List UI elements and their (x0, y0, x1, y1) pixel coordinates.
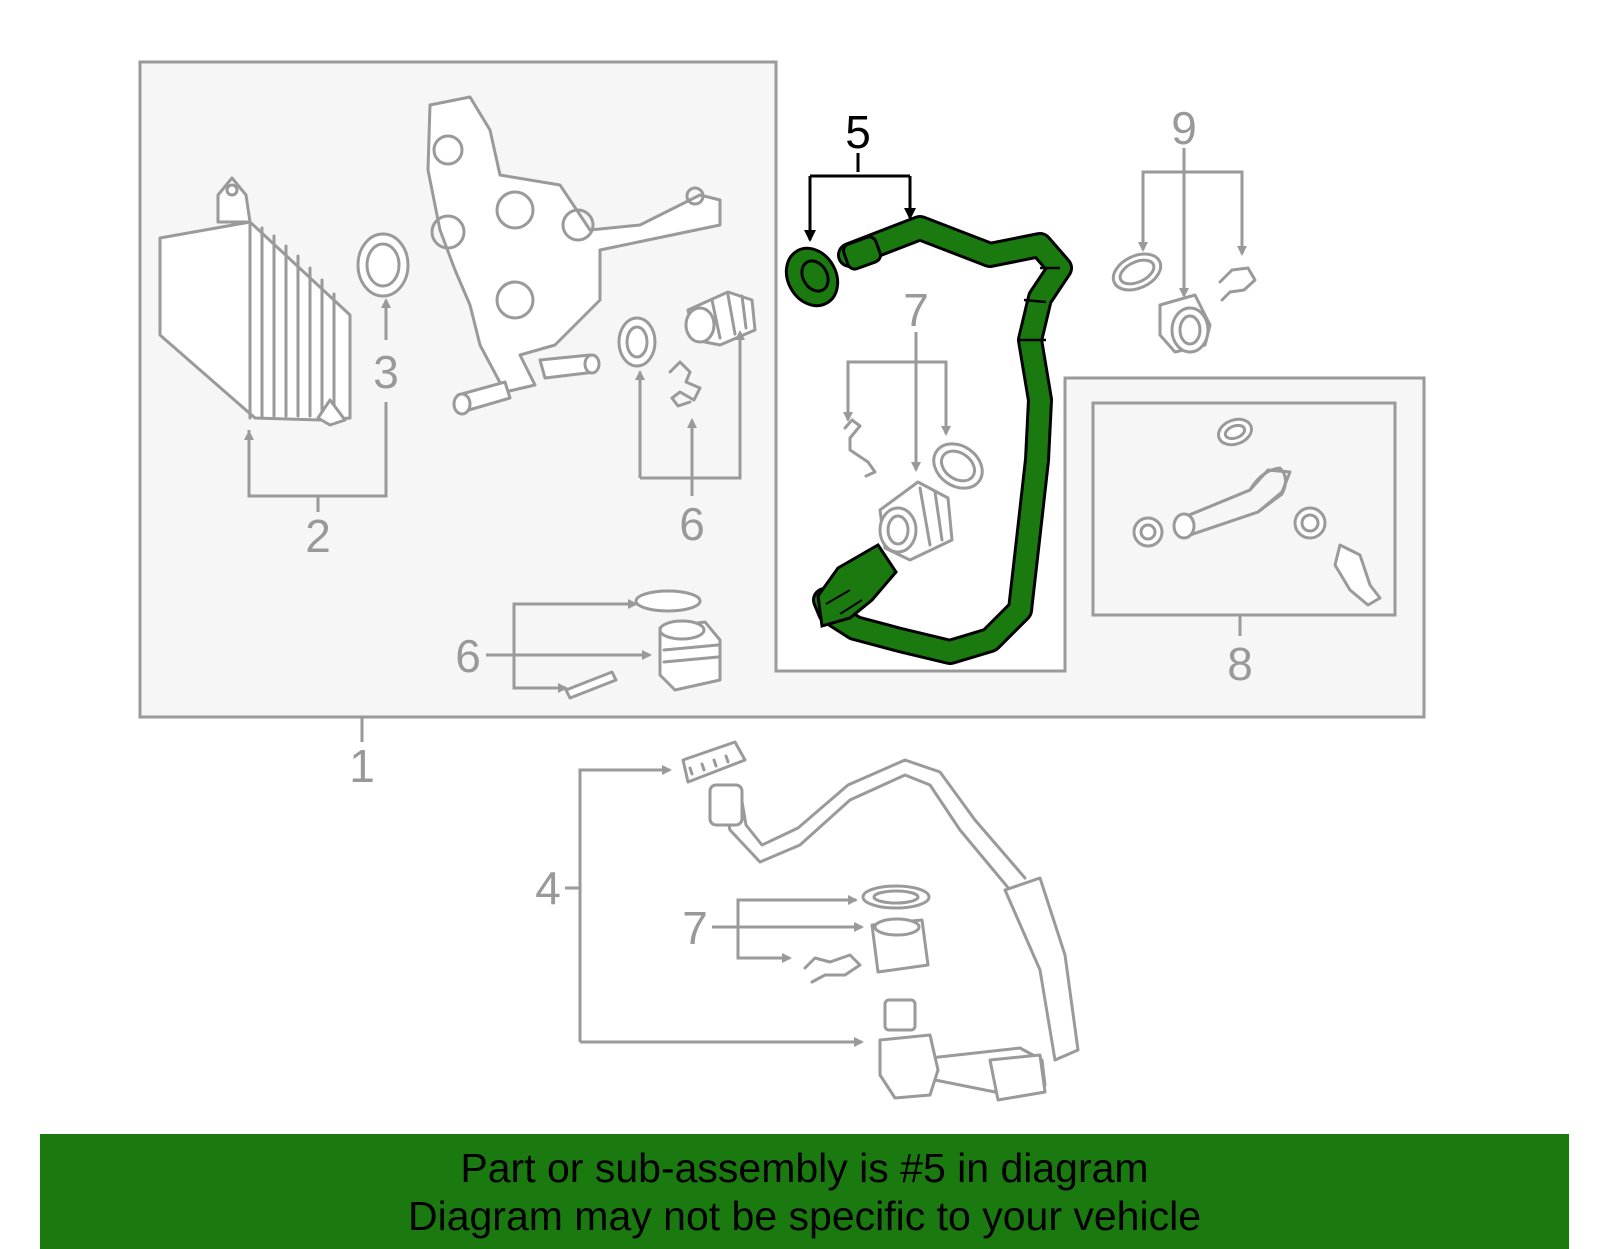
banner-line-1: Part or sub-assembly is #5 in diagram (460, 1145, 1149, 1191)
coolant-hose-part-5[interactable] (776, 215, 1073, 665)
part-5-leaders[interactable] (804, 153, 916, 242)
leader-lines (244, 148, 1247, 1047)
banner-line-2: Diagram may not be specific to your vehi… (407, 1193, 1201, 1239)
callout-6-upper[interactable]: 6 (679, 498, 705, 550)
info-banner: Part or sub-assembly is #5 in diagram Di… (40, 1134, 1569, 1249)
callout-9[interactable]: 9 (1171, 102, 1197, 154)
callout-7-upper[interactable]: 7 (903, 284, 929, 336)
callout-2[interactable]: 2 (305, 510, 331, 562)
part-8-hose-assembly (1132, 417, 1382, 607)
callout-7-lower[interactable]: 7 (682, 902, 708, 954)
callout-6-lower[interactable]: 6 (455, 630, 481, 682)
callout-4[interactable]: 4 (535, 862, 561, 914)
seal-ring-part-3 (356, 232, 410, 298)
callout-5[interactable]: 5 (845, 106, 871, 158)
callout-3[interactable]: 3 (373, 346, 399, 398)
callout-1[interactable]: 1 (349, 740, 375, 792)
oil-cooler-part-2 (158, 176, 352, 427)
housing-casting (426, 95, 722, 416)
part-9-group (1111, 252, 1257, 354)
part-4-pipe-assembly (681, 740, 1080, 1102)
part-6-lower-group (564, 589, 722, 700)
callout-8[interactable]: 8 (1227, 638, 1253, 690)
part-7-upper-group (843, 418, 984, 562)
